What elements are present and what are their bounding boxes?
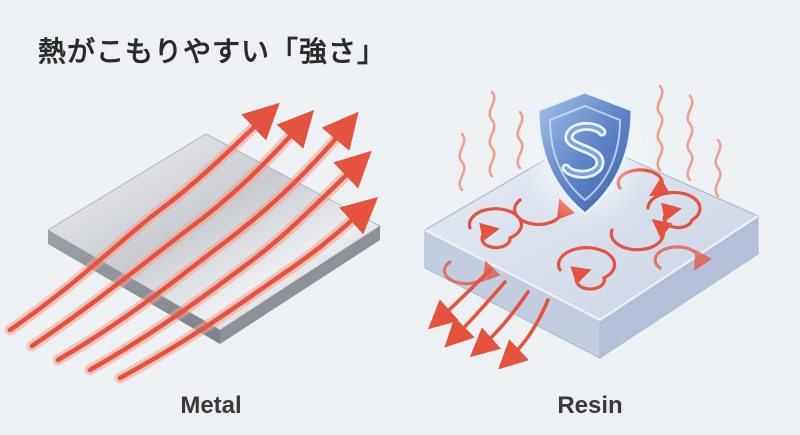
heat-swirl-icon: [653, 245, 712, 271]
heat-arrow-icon: [117, 196, 379, 381]
heat-arrows-resin-out: [427, 268, 550, 370]
heat-swirls-resin: [442, 168, 712, 291]
heat-arrow-icon: [55, 111, 359, 363]
heat-arrow-icon: [498, 298, 550, 370]
heat-arrow-icon: [444, 280, 507, 348]
heat-swirl-icon: [557, 246, 617, 291]
heat-wave-icon: [714, 138, 722, 198]
heat-wave-icon: [686, 94, 694, 182]
heat-wave-icon: [488, 90, 496, 178]
heat-arrows-metal: [4, 102, 379, 384]
resin-label: Resin: [557, 392, 623, 419]
heat-swirl-icon: [609, 218, 673, 252]
heat-arrow-icon: [87, 150, 372, 373]
shield-icon: [523, 88, 647, 228]
heat-arrow-icon: [469, 290, 530, 358]
heat-arrow-icon: [427, 268, 492, 330]
heat-wave-icon: [516, 110, 524, 170]
heat-arrow-icon: [7, 102, 280, 333]
heat-wave-icon: [656, 84, 664, 172]
heat-wave-icon: [458, 132, 466, 192]
heat-swirl-icon: [467, 207, 524, 250]
metal-label: Metal: [180, 392, 242, 419]
heat-waves-resin: [458, 84, 722, 198]
heat-arrow-icon: [29, 109, 315, 349]
page-title: 熱がこもりやすい「強さ」: [38, 35, 387, 68]
